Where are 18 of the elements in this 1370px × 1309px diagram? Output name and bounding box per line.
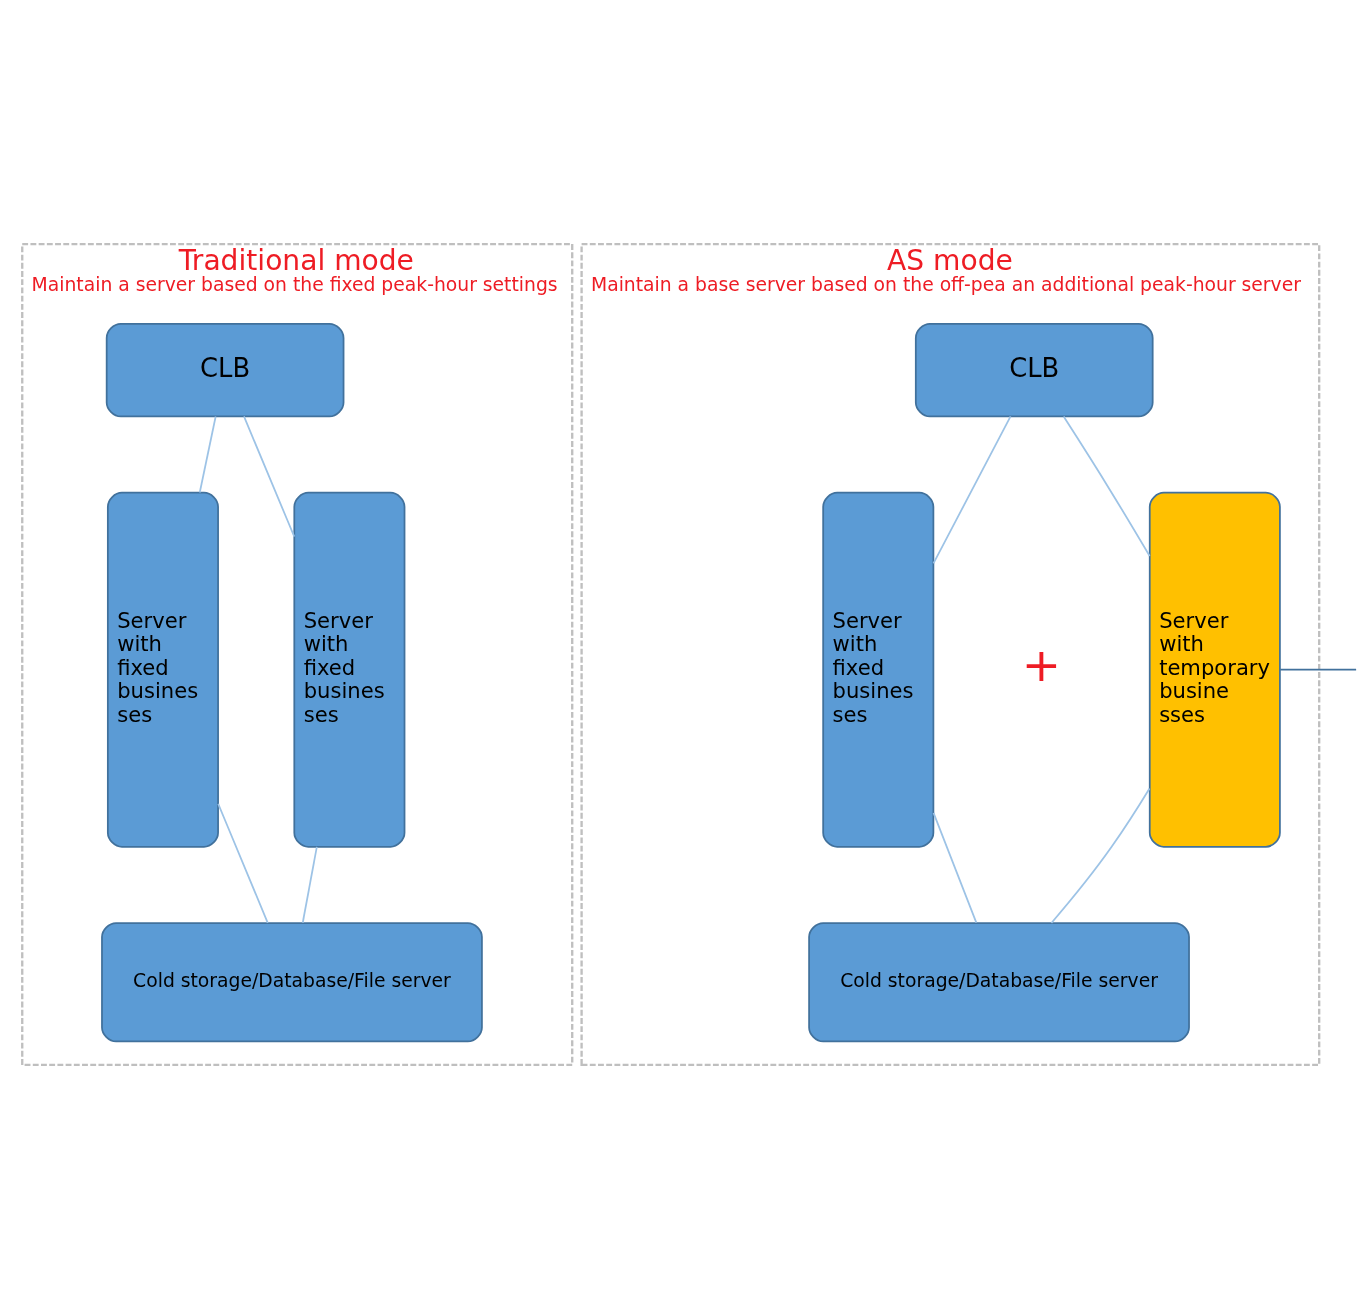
node-box: Cold storage/Database/File server [101,922,483,1043]
node-box: CLB [914,322,1154,418]
connector [932,415,1012,565]
label: + [1021,637,1061,693]
connector [932,811,978,924]
node-box: Server with fixed busines ses [293,491,406,848]
connector [1279,668,1357,671]
connector [217,802,269,924]
connector [301,845,318,924]
node-box: Server with fixed busines ses [822,491,935,848]
node-box: Cold storage/Database/File server [808,922,1190,1043]
node-box: CLB [105,322,345,418]
connector [1050,787,1151,924]
node-box: Server with fixed busines ses [106,491,219,848]
connector [1062,415,1151,557]
node-box: Server with temporary busine sses [1148,491,1281,848]
connector [243,415,296,538]
connector [198,415,217,494]
